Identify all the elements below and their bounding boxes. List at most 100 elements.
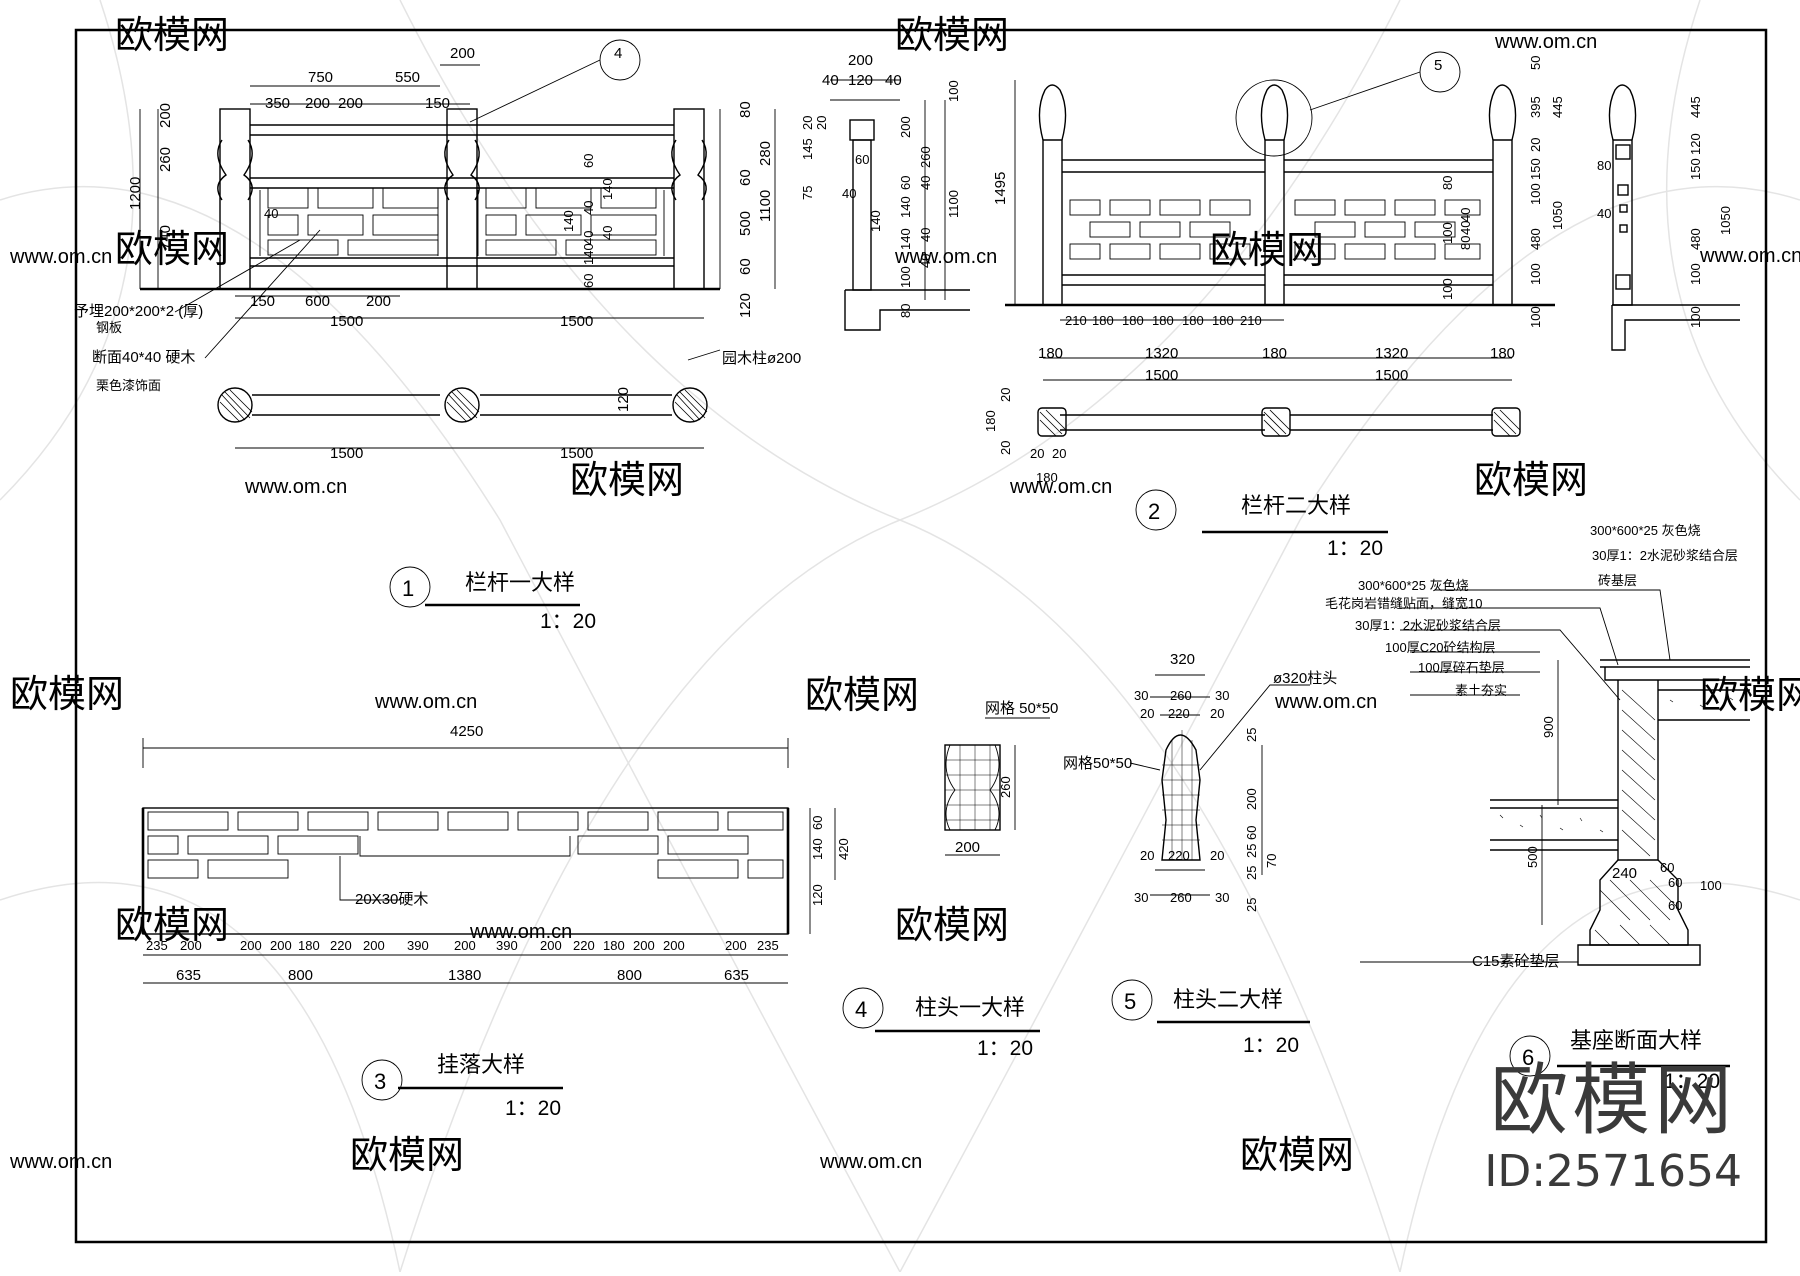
detail-2-railing-elevation: 5 1495 210 180 180 180 180 180 210 180 1… <box>983 51 1740 485</box>
r1-dim-right-280: 280 <box>757 141 774 166</box>
r2-ra-6: 1050 <box>1550 201 1565 230</box>
r1-inner-60b: 60 <box>581 274 596 288</box>
r4-dim-260: 260 <box>998 776 1013 798</box>
r2-ra-2: 20 <box>1528 138 1543 152</box>
r2-plan-180: 180 <box>983 410 998 432</box>
r1-inner-140c: 140 <box>581 243 596 265</box>
r1-dim-right-60: 60 <box>737 169 754 186</box>
r2-dim-1495: 1495 <box>992 172 1009 205</box>
detail-6-number-circle <box>1509 1035 1551 1077</box>
r2-bottom-dims: 210 180 180 180 180 180 210 <box>1065 313 1262 328</box>
r2-ra-3: 150 <box>1528 158 1543 180</box>
detail-5-number-circle <box>1111 979 1153 1021</box>
r1-dim-left-1200: 1200 <box>127 177 144 210</box>
detail-5-scale: 1：20 <box>1243 1034 1299 1057</box>
detail-5-post-cap: 320 30 260 30 20 220 20 ø320柱头 网格50*50 2… <box>1063 651 1337 912</box>
r5-bot-260: 260 <box>1170 890 1192 905</box>
r1-dim-right-120: 120 <box>737 293 754 318</box>
watermark-brand: 欧模网 <box>1210 230 1324 272</box>
r3-b-0: 235 <box>146 938 168 953</box>
brand-name: 欧模网 <box>1490 1056 1737 1146</box>
watermark-brand: 欧模网 <box>350 1135 464 1177</box>
r5-r-5: 70 <box>1264 854 1279 868</box>
detail-4-post-cap: 网格 50*50 260 200 <box>944 700 1058 856</box>
r6-dim-500: 500 <box>1525 846 1540 868</box>
watermark-brand: 欧模网 <box>895 15 1009 57</box>
detail-3-number-circle <box>361 1059 403 1101</box>
r2-in-2: 100 <box>1440 222 1455 244</box>
r2-right-dims: 50 395 20 150 100 480 1050 100 100 445 4… <box>1440 56 1733 328</box>
r3-b-14: 200 <box>663 938 685 953</box>
detail-3-hanging-fascia: 4250 60 140 420 120 20X30硬木 235 200 200 … <box>141 723 851 984</box>
detail-1-number: 1 <box>402 576 414 601</box>
watermark-brand: 欧模网 <box>115 905 229 947</box>
r1-secr-200: 200 <box>898 116 913 138</box>
callout-5: 5 <box>1434 57 1442 74</box>
r1-dim-200: 200 <box>450 45 475 62</box>
detail-1-scale: 1：20 <box>540 610 596 633</box>
detail-1-railing-elevation: 750 550 200 350 200 200 150 200 260 1200… <box>74 39 970 462</box>
r2-b-1: 180 <box>1092 313 1114 328</box>
r5-r-1: 200 <box>1244 788 1259 810</box>
detail-6-number: 6 <box>1522 1045 1534 1070</box>
r5-note-grid: 网格50*50 <box>1063 755 1132 772</box>
r2-rb-0: 445 <box>1550 96 1565 118</box>
r1-inner-40b: 40 <box>581 201 596 215</box>
detail-6-base-section: 300*600*25 灰色烧 30厚1：2水泥砂浆结合层 砖基层 300*600… <box>1325 523 1750 970</box>
r1-inner-40c: 40 <box>581 231 596 245</box>
r2-secl-80: 80 <box>1597 158 1611 173</box>
r1-sec-40b: 40 <box>885 72 902 89</box>
r3-c-4: 635 <box>724 967 749 984</box>
watermark-brand: 欧模网 <box>895 905 1009 947</box>
r2-rb-6: 100 <box>1688 306 1703 328</box>
r5-top-260: 260 <box>1170 688 1192 703</box>
r1-secr-40b: 40 <box>918 228 933 242</box>
watermark-url: www.om.cn <box>374 691 477 713</box>
r5-bot-20: 20 <box>1140 848 1154 863</box>
r1-inner-40d: 40 <box>600 226 615 240</box>
r1-dim-labels: 750 550 200 350 200 200 150 200 260 1200… <box>127 45 774 330</box>
r2-m-2: 180 <box>1262 345 1287 362</box>
r1-secl-140: 140 <box>868 210 883 232</box>
detail-4-number: 4 <box>855 997 867 1022</box>
r2-plan-20d: 20 <box>1052 446 1066 461</box>
r1-bot-200: 200 <box>366 293 391 310</box>
detail-2-number-circle <box>1135 489 1177 531</box>
r1-bot-1500: 1500 <box>330 313 363 330</box>
r2-rb-4: 480 <box>1688 228 1703 250</box>
r3-b-15: 200 <box>725 938 747 953</box>
r1-inner-60: 60 <box>581 154 596 168</box>
r6-base-note: C15素砼垫层 <box>1472 953 1560 970</box>
r5-top-20b: 20 <box>1210 706 1224 721</box>
watermark-url: www.om.cn <box>1274 691 1377 713</box>
r5-top-220: 220 <box>1168 706 1190 721</box>
watermark-brand: 欧模网 <box>115 15 229 57</box>
r1-note-steel: 钢板 <box>96 320 122 335</box>
r2-m-6: 1500 <box>1375 367 1408 384</box>
r4-note-grid: 网格 50*50 <box>985 700 1058 717</box>
r1-secr-40: 40 <box>918 176 933 190</box>
detail-3-scale: 1：20 <box>505 1097 561 1120</box>
r2-m-3: 1320 <box>1375 345 1408 362</box>
r1-plan-1500: 1500 <box>330 445 363 462</box>
detail-3-title: 挂落大样 <box>437 1052 525 1077</box>
r5-bot-30: 30 <box>1134 890 1148 905</box>
r2-rb-0b: 445 <box>1688 96 1703 118</box>
r6-top-note-3: 砖基层 <box>1598 573 1637 588</box>
detail-2-scale: 1：20 <box>1327 537 1383 560</box>
r3-bottom-dims: 235 200 200 200 180 220 200 390 200 390 … <box>146 938 779 953</box>
detail-4-title: 柱头一大样 <box>915 995 1025 1020</box>
r3-b-11: 220 <box>573 938 595 953</box>
r3-total-4250: 4250 <box>450 723 483 740</box>
r1-note-wood: 断面40*40 硬木 <box>92 349 195 366</box>
r3-c-2: 1380 <box>448 967 481 984</box>
detail-5-number: 5 <box>1124 989 1136 1014</box>
r2-in-0: 80 <box>1440 176 1455 190</box>
detail-6-scale: 1：20 <box>1664 1070 1720 1093</box>
watermark-url: www.om.cn <box>894 246 997 268</box>
r3-b-10: 200 <box>540 938 562 953</box>
r2-b-5: 180 <box>1212 313 1234 328</box>
r1-dim-200b: 200 <box>305 95 330 112</box>
